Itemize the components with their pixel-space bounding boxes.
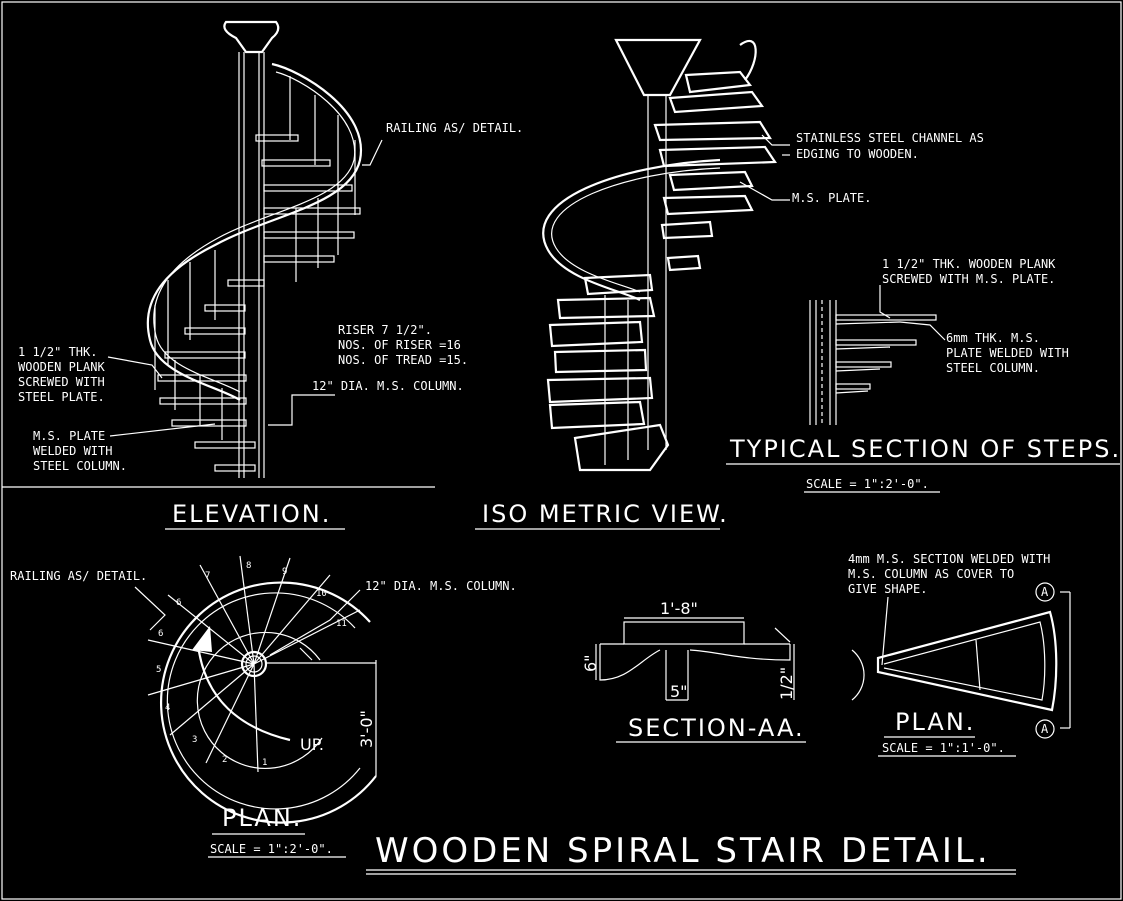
main-plan-scale: SCALE = 1":2'-0".: [210, 842, 333, 856]
section-aa-view: [595, 617, 795, 701]
elevation-note-column: 12" DIA. M.S. COLUMN.: [312, 379, 464, 393]
section-note-plate-2: PLATE WELDED WITH: [946, 346, 1069, 360]
plan-tread-5: 5: [156, 665, 161, 675]
column-cap: [223, 20, 280, 54]
section-marker-top-label: A: [1041, 585, 1049, 599]
section-note-plate-1: 6mm THK. M.S.: [946, 331, 1040, 345]
isometric-title: ISO METRIC VIEW.: [482, 500, 729, 528]
iso-handrail: [542, 158, 721, 301]
small-plan-note-2: M.S. COLUMN AS COVER TO: [848, 567, 1014, 581]
elevation-note-plank-3: SCREWED WITH: [18, 375, 105, 389]
elevation-note-riser-1: RISER 7 1/2".: [338, 323, 432, 337]
section-marker-bottom: [1035, 719, 1055, 739]
plan-tread-4: 4: [165, 703, 170, 713]
small-plan-title: PLAN.: [895, 708, 975, 736]
isometric-view: [542, 38, 790, 472]
plan-tread-8: 8: [246, 561, 251, 571]
plan-up-label: UP.: [300, 735, 324, 754]
section-aa-title: SECTION-AA.: [628, 714, 805, 742]
elevation-note-riser-3: NOS. OF TREAD =15.: [338, 353, 468, 367]
elevation-note-plank-2: WOODEN PLANK: [18, 360, 105, 374]
small-plan-note-3: GIVE SHAPE.: [848, 582, 927, 596]
section-note-plank-1: 1 1/2" THK. WOODEN PLANK: [882, 257, 1056, 271]
main-title: WOODEN SPIRAL STAIR DETAIL.: [375, 831, 991, 871]
section-marker-top: [1035, 582, 1055, 602]
elevation-note-riser-2: NOS. OF RISER =16: [338, 338, 461, 352]
plan-tread-3: 3: [192, 735, 197, 745]
small-plan-note-1: 4mm M.S. SECTION WELDED WITH: [848, 552, 1050, 566]
elevation-view: [107, 20, 383, 478]
plan-tread-6: 6: [158, 629, 163, 639]
typical-section-scale: SCALE = 1":2'-0".: [806, 477, 929, 491]
section-note-plate-3: STEEL COLUMN.: [946, 361, 1040, 375]
plan-note-railing: RAILING AS/ DETAIL.: [10, 569, 147, 583]
section-note-plank-2: SCREWED WITH M.S. PLATE.: [882, 272, 1055, 286]
plan-tread-11: 11: [336, 619, 347, 629]
small-plan-scale: SCALE = 1":1'-0".: [882, 741, 1005, 755]
elevation-note-plate-1: M.S. PLATE: [33, 429, 105, 443]
small-plan-view: [851, 582, 1071, 739]
main-plan-view: [134, 555, 377, 824]
plan-tread-10: 10: [316, 589, 327, 599]
elevation-handrail: [146, 62, 363, 401]
elevation-note-plate-2: WELDED WITH: [33, 444, 112, 458]
iso-note-plate: M.S. PLATE.: [792, 191, 871, 205]
plan-dim-3-0: 3'-0": [357, 710, 376, 748]
plan-note-column: 12" DIA. M.S. COLUMN.: [365, 579, 517, 593]
plan-tread-6b: 6: [176, 598, 181, 608]
plan-tread-2: 2: [222, 755, 227, 765]
section-marker-bottom-label: A: [1041, 722, 1049, 736]
section-aa-dim-stem: 5": [670, 682, 688, 701]
iso-column-cap: [614, 38, 702, 97]
elevation-note-plank-1: 1 1/2" THK.: [18, 345, 97, 359]
typical-section-title: TYPICAL SECTION OF STEPS.: [729, 435, 1121, 463]
section-aa-dim-depth: 6": [581, 654, 600, 672]
section-aa-dim-side: 1/2": [777, 667, 796, 700]
section-aa-dim-width: 1'-8": [660, 599, 698, 618]
iso-note-channel-1: STAINLESS STEEL CHANNEL AS: [796, 131, 984, 145]
typical-section-view: [809, 285, 946, 425]
elevation-note-plate-3: STEEL COLUMN.: [33, 459, 127, 473]
iso-note-channel-2: EDGING TO WOODEN.: [796, 147, 919, 161]
plan-tread-9: 9: [282, 567, 287, 577]
elevation-title: ELEVATION.: [172, 500, 331, 528]
elevation-note-railing: RAILING AS/ DETAIL.: [386, 121, 523, 135]
main-plan-title: PLAN.: [222, 804, 302, 832]
plan-tread-7: 7: [205, 571, 210, 581]
elevation-note-plank-4: STEEL PLATE.: [18, 390, 105, 404]
plan-tread-1: 1: [262, 758, 267, 768]
